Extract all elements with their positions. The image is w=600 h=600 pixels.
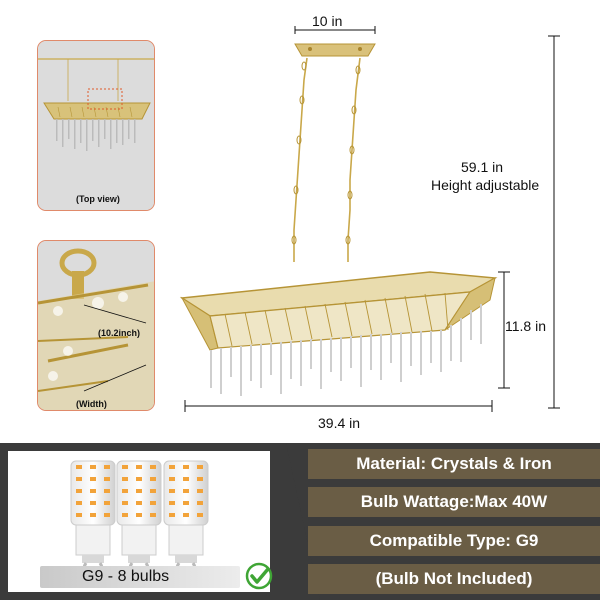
height-label: 59.1 in (461, 159, 504, 175)
panel-diagonal (270, 443, 320, 600)
length-label: 39.4 in (318, 415, 361, 431)
top-view-illustration (38, 41, 154, 210)
spec-material: Material: Crystals & Iron (308, 449, 600, 479)
top-view-label: (Top view) (76, 194, 120, 204)
bulb-count-caption: G9 - 8 bulbs (40, 566, 240, 588)
top-view-thumbnail: (Top view) (37, 40, 155, 211)
spec-bulb-not-included: (Bulb Not Included) (308, 564, 600, 594)
check-icon (245, 562, 273, 590)
canopy-width-label: 10 in (312, 13, 343, 29)
side-dimension-label: (10.2inch) (98, 328, 141, 338)
bulb-count-text: G9 - 8 bulbs (82, 568, 170, 585)
chandelier-illustration (179, 26, 560, 412)
side-detail-thumbnail: (10.2inch) (Width) (37, 240, 155, 411)
body-height-label: 11.8 in (505, 318, 546, 334)
spec-bulb-wattage: Bulb Wattage:Max 40W (308, 487, 600, 517)
spec-compatible-type: Compatible Type: G9 (308, 526, 600, 556)
side-detail-illustration (38, 241, 154, 410)
height-adjustable-label: Height adjustable (431, 177, 540, 193)
width-label: (Width) (76, 399, 107, 409)
g9-bulbs-illustration (70, 460, 209, 575)
